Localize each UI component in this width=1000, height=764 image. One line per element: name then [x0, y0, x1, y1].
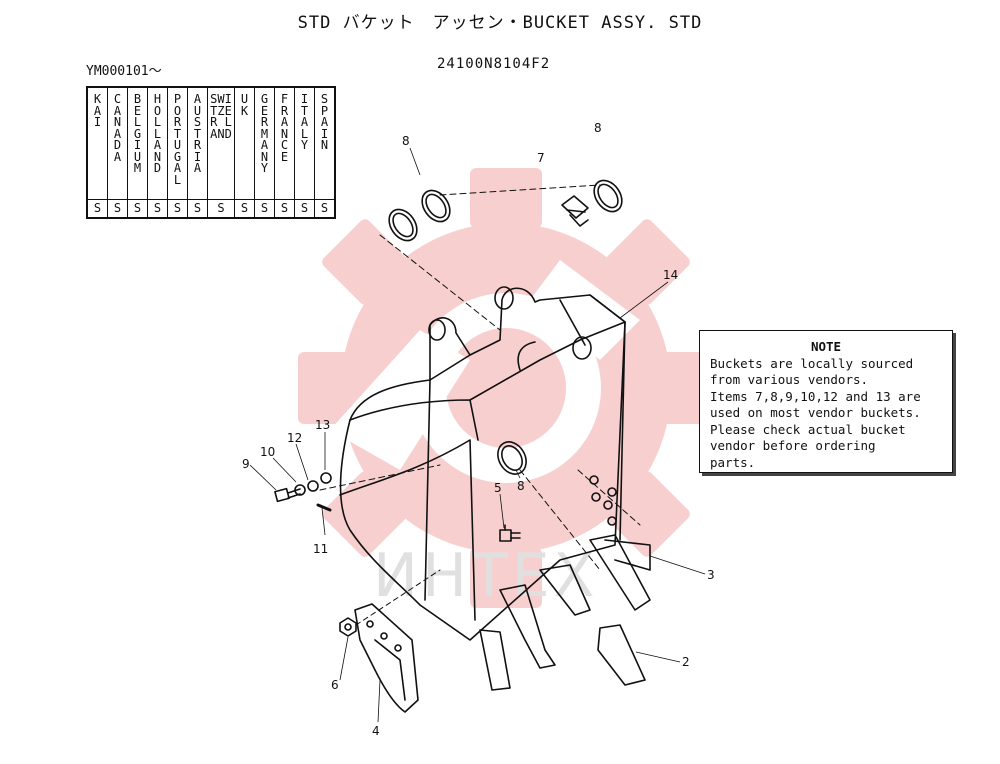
callout-8-right: 8: [594, 121, 602, 135]
tooth-2: [597, 624, 646, 686]
country-value: S: [86, 199, 108, 219]
part-number: 24100N8104F2: [437, 56, 551, 72]
callout-12: 12: [287, 431, 302, 445]
pin-11: [316, 503, 332, 512]
country-col: BELGIUM: [127, 86, 148, 200]
o-ring-8-right: [593, 179, 623, 213]
callout-7: 7: [537, 151, 545, 165]
bolt-5: [499, 524, 521, 542]
callout-10: 10: [260, 445, 275, 459]
o-ring-8-lower-inner: [501, 445, 523, 471]
callout-8-left: 8: [402, 134, 410, 148]
washer-12: [307, 480, 319, 492]
watermark-logo: [298, 168, 714, 608]
nut-6: [339, 569, 441, 637]
country-value: S: [314, 199, 336, 219]
callout-5: 5: [494, 481, 502, 495]
country-value: S: [274, 199, 295, 219]
o-ring-8-right-inner: [597, 183, 619, 209]
o-ring-8-lower: [497, 441, 527, 475]
country-col: CANADA: [107, 86, 128, 200]
country-col: ITALY: [294, 86, 315, 200]
note-box: NOTE Buckets are locally sourced from va…: [699, 330, 953, 473]
bucket-body-14: [339, 286, 651, 641]
side-cutter-4: [354, 603, 419, 713]
watermark-text: ИНТЕХ: [373, 541, 599, 611]
callout-11: 11: [313, 542, 328, 556]
callout-13: 13: [315, 418, 330, 432]
pin-7: [561, 195, 589, 227]
page-title: STD バケット アッセン・BUCKET ASSY. STD: [297, 13, 703, 33]
callout-8-lower: 8: [517, 479, 525, 493]
callout-14: 14: [663, 268, 678, 282]
serial-range: YM000101～: [86, 64, 162, 79]
country-col: SPAIN: [314, 86, 336, 200]
callout-9: 9: [242, 457, 250, 471]
note-title: NOTE: [810, 339, 842, 354]
o-ring-8-mid-inner: [425, 193, 447, 219]
country-col: SWITZER LAND: [207, 86, 235, 200]
bucket-teeth: [479, 534, 651, 691]
country-value: S: [187, 199, 208, 219]
callout-3: 3: [707, 568, 715, 582]
note-body: Buckets are locally sourced from various…: [710, 355, 921, 470]
bolt-9: [274, 487, 301, 503]
country-value: S: [294, 199, 315, 219]
o-ring-8-left-inner: [392, 212, 414, 238]
callout-4: 4: [372, 724, 380, 738]
washer-13: [320, 472, 332, 484]
callout-6: 6: [331, 678, 339, 692]
country-table: KAI CANADA BELGIUM HOLLAND PORTUGAL AUST…: [86, 86, 336, 219]
country-names-row: KAI CANADA BELGIUM HOLLAND PORTUGAL AUST…: [86, 86, 336, 200]
o-ring-8-left: [388, 208, 418, 242]
o-ring-8-mid: [421, 189, 451, 223]
country-values-row: S S S S S S S S S S S S: [86, 199, 336, 219]
washer-10: [294, 484, 306, 496]
callout-2: 2: [682, 655, 690, 669]
